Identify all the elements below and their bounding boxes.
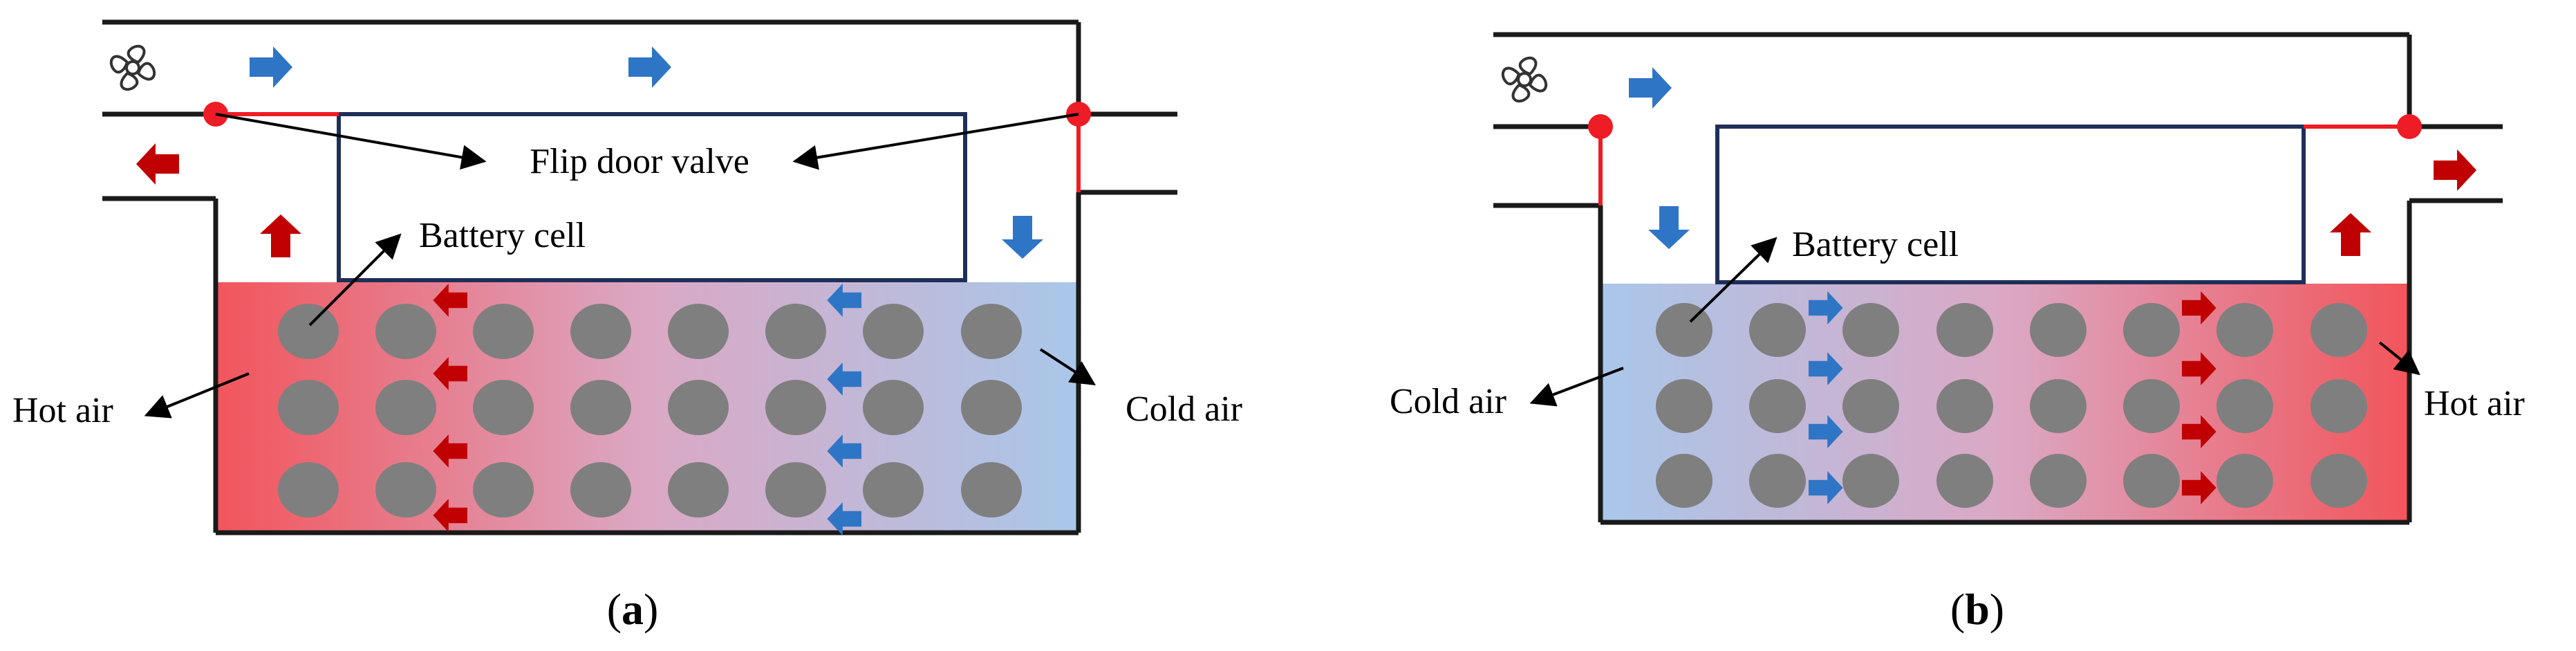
battery-cell: [668, 380, 729, 435]
hot-air-leader: [144, 372, 250, 419]
cold-air-leader: [1529, 367, 1624, 407]
battery-cell: [765, 462, 826, 517]
battery-cell: [2123, 379, 2180, 433]
hot-flow-arrow: [2434, 149, 2476, 191]
valve-leader-right: [792, 113, 1079, 170]
battery-cell: [278, 380, 339, 435]
battery-cell: [765, 380, 826, 435]
battery-cell: [375, 462, 436, 517]
hot-flow-arrow: [136, 143, 179, 185]
panel-caption: (a): [607, 585, 659, 634]
hot-air-leader: [2378, 341, 2420, 376]
battery-cell: [1656, 379, 1712, 433]
battery-cell: [375, 304, 436, 359]
battery-cell: [1936, 454, 1993, 508]
battery-cell: [961, 462, 1022, 517]
battery-cell: [961, 304, 1022, 359]
battery-cell: [863, 462, 924, 517]
cold-flow-arrow: [1002, 216, 1043, 259]
battery-box: [1715, 125, 2306, 284]
battery-cells: [1656, 303, 2367, 508]
cold-flow-arrow: [1629, 67, 1672, 109]
battery-cell: [375, 380, 436, 435]
air-region: [1600, 284, 2409, 522]
battery-cell: [473, 304, 534, 359]
cell-label: Battery cell: [1792, 225, 1959, 264]
battery-cell: [1842, 303, 1899, 357]
cold-flow-arrow: [250, 46, 292, 88]
battery-cell: [863, 304, 924, 359]
battery-cell: [2123, 303, 2180, 357]
battery-cell: [1656, 454, 1712, 508]
flip-door-valve: [1588, 114, 2422, 205]
battery-cell: [1749, 303, 1806, 357]
flow-arrows: [1629, 67, 2476, 256]
battery-cell: [473, 380, 534, 435]
cold-flow-arrow: [628, 46, 671, 88]
battery-cell: [1749, 454, 1806, 508]
battery-cell: [570, 380, 631, 435]
hot-flow-arrow: [260, 214, 301, 257]
battery-cell: [2030, 379, 2087, 433]
battery-cell: [668, 304, 729, 359]
panel-caption: (b): [1950, 585, 2004, 634]
battery-cell: [570, 462, 631, 517]
battery-cell: [863, 380, 924, 435]
battery-cell: [2216, 454, 2273, 508]
battery-cells: [278, 304, 1022, 517]
cold-air-label: Cold air: [1126, 389, 1242, 429]
battery-cell: [278, 462, 339, 517]
panel-b: Battery cell Cold air Hot air (b): [1390, 32, 2525, 634]
battery-cell: [570, 304, 631, 359]
hot-flow-arrow: [2330, 213, 2371, 256]
cold-air-leader: [1039, 348, 1096, 385]
cold-air-label: Cold air: [1390, 382, 1506, 421]
battery-cell: [765, 304, 826, 359]
battery-cell: [668, 462, 729, 517]
hot-air-label: Hot air: [12, 391, 113, 430]
panel-a: Flip door valve Battery cell Hot air Col…: [12, 19, 1242, 634]
fan-icon: [109, 44, 156, 91]
battery-cell: [2123, 454, 2180, 508]
cell-leader: [1689, 237, 1777, 323]
battery-cell: [2030, 303, 2087, 357]
fan-icon: [1501, 56, 1548, 103]
cold-flow-arrow: [1648, 206, 1690, 249]
air-region: [216, 282, 1079, 533]
valve-leader-left: [215, 113, 487, 170]
battery-cell: [1936, 379, 1993, 433]
battery-cell: [2311, 303, 2367, 357]
battery-cell: [2216, 303, 2273, 357]
duct-outline: [102, 19, 1177, 535]
battery-cell: [1749, 379, 1806, 433]
battery-cell: [2216, 379, 2273, 433]
cell-label: Battery cell: [419, 216, 586, 255]
battery-cell: [2311, 379, 2367, 433]
battery-cell: [1656, 303, 1712, 357]
battery-cell: [473, 462, 534, 517]
battery-cell: [278, 304, 339, 359]
cell-leader: [308, 233, 402, 327]
battery-cell: [2030, 454, 2087, 508]
battery-box: [337, 112, 967, 282]
hot-air-label: Hot air: [2424, 384, 2525, 423]
battery-cell: [1842, 379, 1899, 433]
battery-cell: [1842, 454, 1899, 508]
valve-label: Flip door valve: [530, 142, 749, 181]
battery-cell: [2311, 454, 2367, 508]
battery-cell: [1936, 303, 1993, 357]
battery-cell: [961, 380, 1022, 435]
